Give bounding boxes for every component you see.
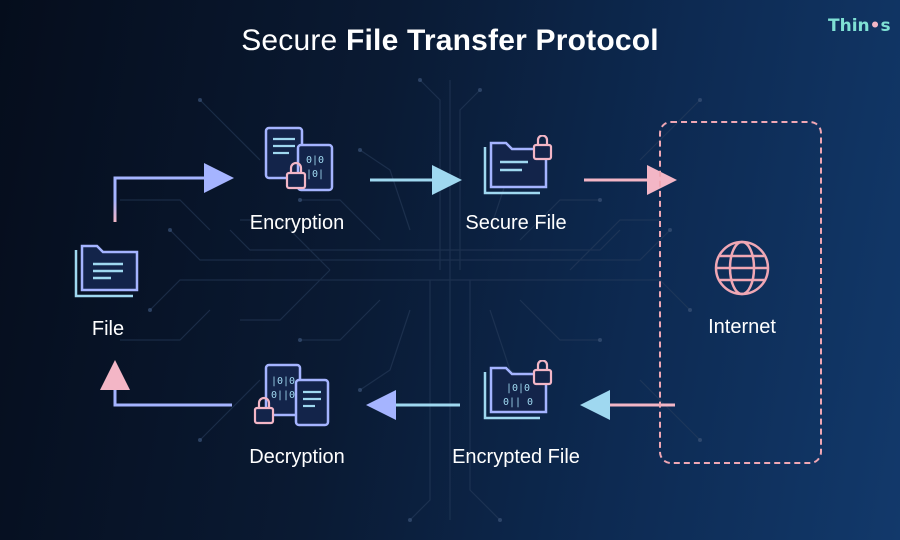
globe-icon (714, 240, 770, 296)
node-label-encrypted-file: Encrypted File (452, 446, 580, 468)
arrow-file-to-encryption (113, 163, 234, 222)
svg-text:|0|0: |0|0 (506, 383, 530, 394)
title-light: Secure (241, 24, 346, 57)
node-label-secure-file: Secure File (465, 212, 567, 234)
arrow-decryption-to-file (100, 360, 232, 407)
internet-container (659, 121, 822, 464)
node-label-file: File (91, 318, 125, 340)
node-label-internet: Internet (708, 316, 776, 338)
title-bold: File Transfer Protocol (345, 24, 659, 57)
binary-document-lock-icon: |0|0 0||0 (253, 363, 330, 427)
folder-document-icon (74, 244, 139, 298)
svg-text:0||0: 0||0 (271, 390, 295, 401)
node-label-decryption: Decryption (249, 446, 345, 468)
binary-folder-lock-icon: |0|0 0|| 0 (483, 360, 553, 420)
svg-text:|0|: |0| (306, 169, 324, 180)
page-title: Secure File Transfer Protocol (0, 24, 900, 58)
svg-text:0|0: 0|0 (306, 155, 324, 166)
document-binary-lock-icon: 0|0 |0| (264, 126, 334, 192)
locked-folder-icon (483, 135, 553, 195)
node-label-encryption: Encryption (249, 212, 345, 234)
brand-logo: Thin•s (828, 16, 891, 36)
svg-text:0|| 0: 0|| 0 (503, 397, 533, 408)
svg-text:|0|0: |0|0 (271, 376, 295, 387)
